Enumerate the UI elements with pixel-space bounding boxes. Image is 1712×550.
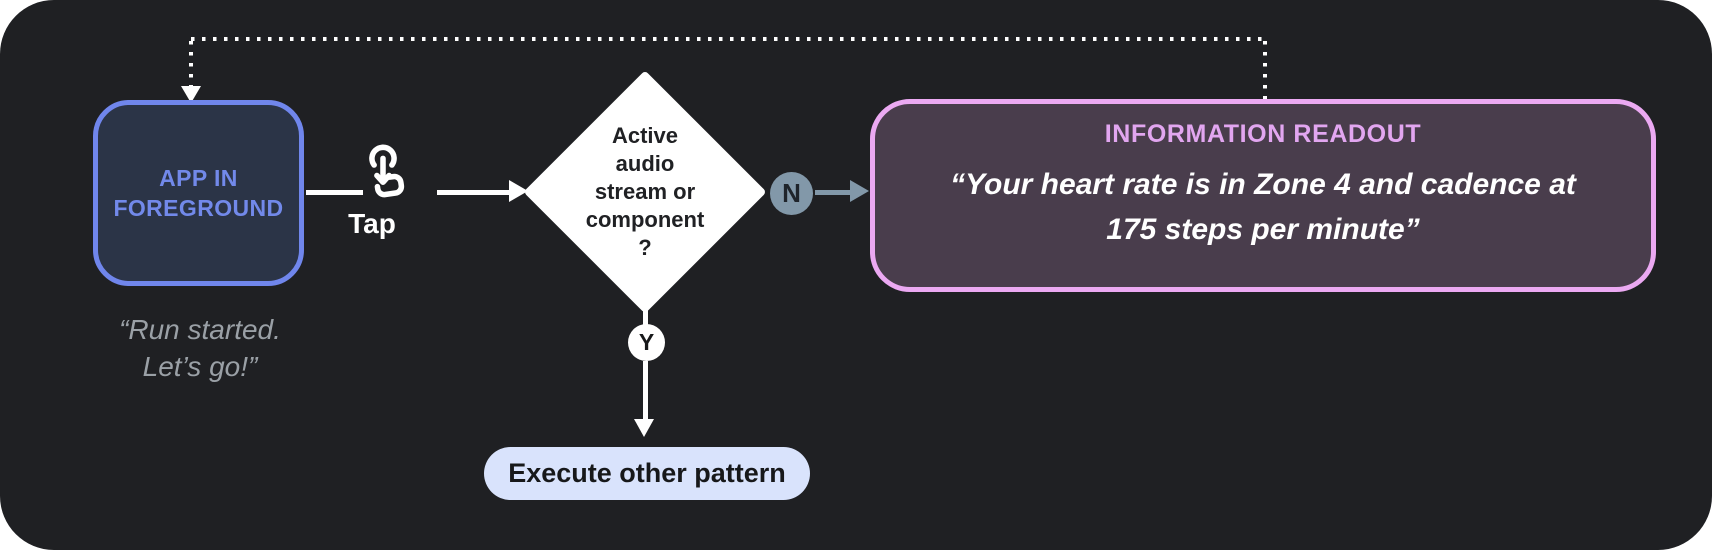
- gesture-tap-icon: [356, 144, 410, 211]
- no-arrow-line: [815, 190, 852, 195]
- feedback-loop-horizontal-dotted-line: [191, 37, 1269, 41]
- app-in-foreground-label: APP IN FOREGROUND: [113, 164, 284, 221]
- execute-other-pattern-node: Execute other pattern: [484, 447, 810, 500]
- information-readout-node: INFORMATION READOUT “Your heart rate is …: [870, 99, 1656, 292]
- tap-to-decision-arrowhead: [509, 180, 528, 202]
- execute-other-pattern-label: Execute other pattern: [508, 458, 786, 488]
- decision-to-yes-connector: [643, 310, 648, 326]
- no-badge: N: [770, 172, 813, 215]
- information-readout-title: INFORMATION READOUT: [1104, 120, 1422, 148]
- readout-quote: “Your heart rate is in Zone 4 and cadenc…: [950, 168, 1576, 246]
- tap-to-decision-arrow-line: [437, 190, 511, 195]
- app-to-tap-connector-line: [306, 190, 363, 195]
- yes-badge: Y: [628, 324, 665, 361]
- app-in-foreground-node: APP IN FOREGROUND: [93, 100, 304, 286]
- decision-question: Active audio stream or component ?: [585, 123, 705, 260]
- run-started-quote: “Run started. Let’s go!”: [119, 314, 281, 382]
- tap-label: Tap: [348, 208, 396, 239]
- feedback-loop-right-dotted-line: [1263, 41, 1267, 99]
- feedback-loop-arrowhead: [181, 86, 201, 103]
- feedback-loop-left-dotted-line: [189, 41, 193, 87]
- no-arrowhead: [850, 180, 869, 202]
- yes-arrowhead: [634, 419, 654, 437]
- yes-arrow-line: [643, 361, 648, 420]
